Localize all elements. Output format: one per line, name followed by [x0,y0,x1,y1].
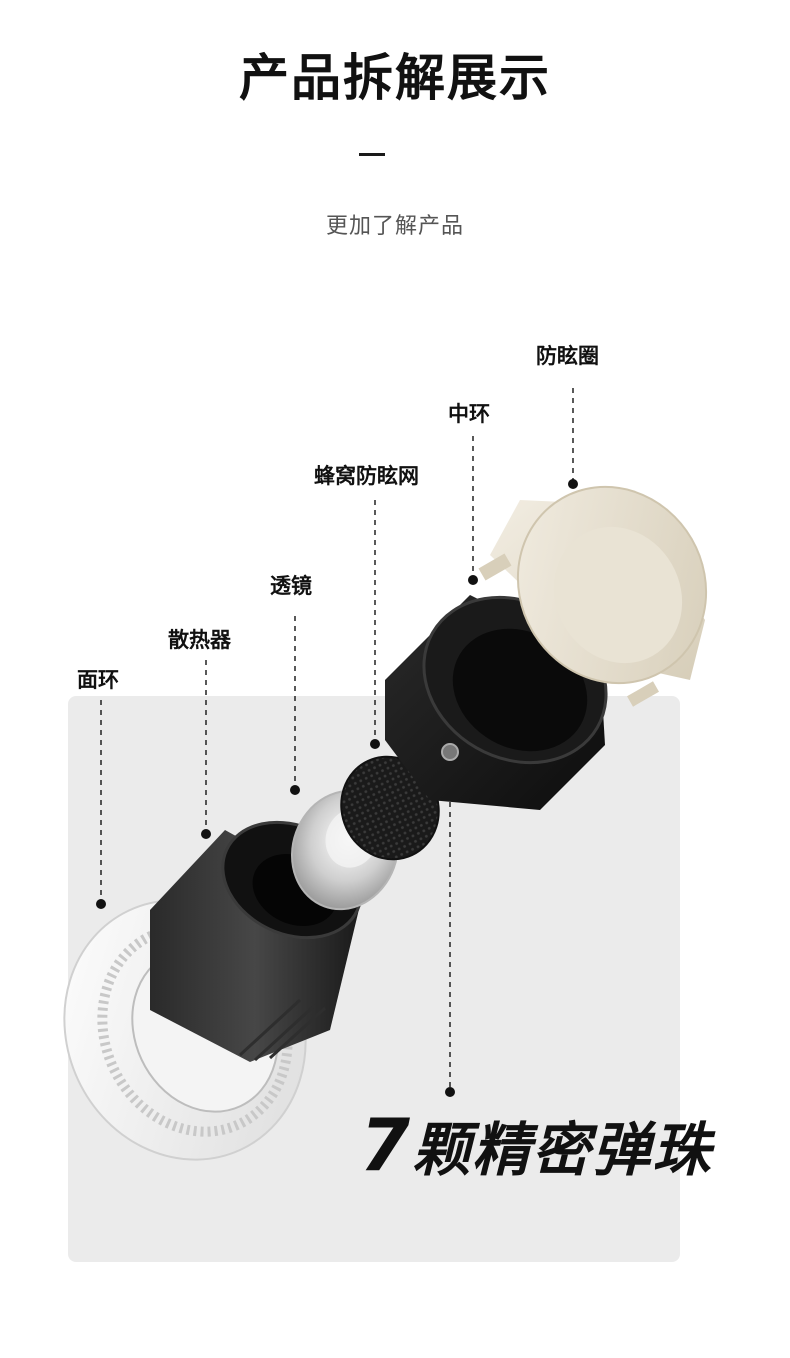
label-anti-glare-ring: 防眩圈 [536,344,599,368]
label-face-ring: 面环 [77,668,119,692]
label-lens: 透镜 [270,574,312,598]
ball-count-number: 7 [360,1103,413,1187]
page-title: 产品拆解展示 [239,49,551,107]
label-honeycomb-mesh: 蜂窝防眩网 [314,464,419,488]
ball-count-text: 颗精密弹珠 [412,1116,713,1184]
title-divider [359,153,385,156]
ball-count-callout: 7颗精密弹珠 [360,1103,712,1187]
label-heatsink: 散热器 [168,628,231,652]
page-subtitle: 更加了解产品 [325,214,464,239]
anti-glare-ring-part [478,485,708,707]
label-middle-ring: 中环 [448,402,490,426]
